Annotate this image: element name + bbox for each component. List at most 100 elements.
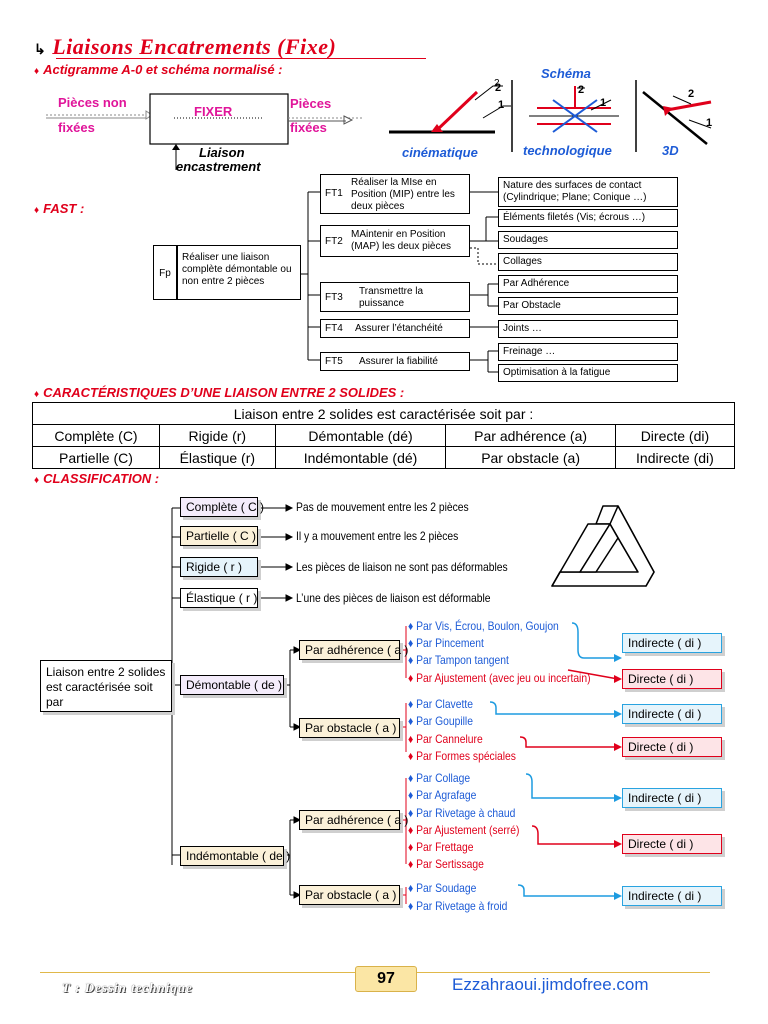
fp-label: Fp	[153, 245, 177, 300]
schema-label: Schéma	[541, 66, 591, 81]
carac-cell: Rigide (r)	[158, 424, 276, 447]
desc-partielle: Il y a mouvement entre les 2 pièces	[296, 529, 459, 543]
type-partielle: Partielle ( C )	[180, 526, 258, 546]
ft4-box: FT4 Assurer l’étanchéité	[320, 319, 470, 338]
ind-par-obstacle: Par obstacle ( a )	[299, 885, 400, 905]
result-directe: Directe ( di )	[622, 669, 722, 689]
carac-cell: Directe (di)	[614, 424, 736, 447]
carac-header: Liaison entre 2 solides est caractérisée…	[32, 402, 735, 425]
solution-adherence: Par Adhérence	[498, 275, 678, 293]
liaison-schematics	[389, 80, 712, 152]
ft3-box: FT3 Transmettre la puissance	[320, 282, 470, 312]
dem-par-obstacle: Par obstacle ( a )	[299, 718, 400, 738]
list-item: ♦ Par Vis, Écrou, Boulon, Goujon	[408, 619, 559, 633]
dem-par-adherence: Par adhérence ( a )	[299, 640, 408, 660]
list-item: ♦ Par Agrafage	[408, 788, 477, 802]
carac-cell: Par adhérence (a)	[445, 424, 616, 447]
ft1-box: FT1 Réaliser la MIse en Position (MIP) e…	[320, 174, 470, 214]
num-2-tech: 2	[578, 84, 585, 96]
output-label-2: fixées	[290, 120, 327, 135]
desc-elastique: L’une des pièces de liaison est déformab…	[296, 591, 491, 605]
num-2-cin: 2	[495, 82, 502, 94]
solution-joints: Joints …	[498, 320, 678, 338]
solution-filetes: Éléments filetés (Vis; écrous …)	[498, 209, 678, 227]
list-item: ♦ Par Goupille	[408, 714, 473, 728]
3d-label: 3D	[662, 143, 679, 158]
carac-cell: Indémontable (dé)	[274, 446, 447, 469]
ind-par-adherence: Par adhérence ( a )	[299, 810, 408, 830]
section-caracteristiques: ♦CARACTÉRISTIQUES D’UNE LIAISON ENTRE 2 …	[34, 385, 405, 400]
num-2-3d: 2	[688, 88, 695, 100]
list-item: ♦ Par Rivetage à froid	[408, 899, 508, 913]
function-label: FIXER	[194, 104, 233, 119]
list-item: ♦ Par Clavette	[408, 697, 473, 711]
solution-soudages: Soudages	[498, 231, 678, 249]
desc-complete: Pas de mouvement entre les 2 pièces	[296, 500, 469, 514]
technologique-label: technologique	[523, 143, 612, 158]
list-item: ♦ Par Formes spéciales	[408, 749, 516, 763]
result-indirecte: Indirecte ( di )	[622, 788, 722, 808]
actigramme-diagram	[46, 93, 364, 170]
title-underline	[56, 58, 426, 59]
list-item: ♦ Par Ajustement (avec jeu ou incertain)	[408, 671, 591, 685]
list-item: ♦ Par Sertissage	[408, 857, 484, 871]
bullet-icon: ♦	[34, 475, 40, 486]
input-label-1: Pièces non	[58, 95, 127, 110]
carac-cell: Partielle (C)	[32, 446, 160, 469]
control-label-1: Liaison	[199, 145, 245, 160]
section-classification: ♦CLASSIFICATION :	[34, 471, 160, 486]
list-item: ♦ Par Ajustement (serré)	[408, 823, 520, 837]
type-indemontable: Indémontable ( de )	[180, 846, 290, 866]
carac-cell: Complète (C)	[32, 424, 160, 447]
num-1-3d: 1	[706, 117, 713, 129]
result-indirecte: Indirecte ( di )	[622, 704, 722, 724]
result-indirecte: Indirecte ( di )	[622, 633, 722, 653]
fast-connectors	[300, 191, 498, 373]
solution-obstacle: Par Obstacle	[498, 297, 678, 315]
ft5-box: FT5 Assurer la fiabilité	[320, 352, 470, 371]
num-1-tech-b: 1	[600, 97, 607, 109]
carac-cell: Démontable (dé)	[274, 424, 447, 447]
penrose-triangle-image	[551, 505, 655, 587]
bullet-icon: ♦	[34, 66, 40, 77]
type-demontable: Démontable ( de )	[180, 675, 284, 695]
output-label-1: Pièces	[290, 96, 332, 111]
bullet-icon: ♦	[34, 205, 40, 216]
footer-course: T : Dessin technique	[62, 980, 193, 995]
result-directe: Directe ( di )	[622, 834, 722, 854]
list-item: ♦ Par Collage	[408, 771, 471, 785]
list-item: ♦ Par Rivetage à chaud	[408, 806, 516, 820]
fp-text: Réaliser une liaison complète démontable…	[177, 245, 301, 300]
caracteristiques-table: Liaison entre 2 solides est caractérisée…	[32, 402, 736, 469]
list-item: ♦ Par Cannelure	[408, 732, 483, 746]
carac-cell: Par obstacle (a)	[445, 446, 616, 469]
num-1-cin: 1	[498, 99, 505, 111]
solution-surfaces: Nature des surfaces de contact (Cylindri…	[498, 177, 678, 207]
carac-cell: Indirecte (di)	[614, 446, 736, 469]
page-number: 97	[355, 966, 417, 992]
result-indirecte: Indirecte ( di )	[622, 886, 722, 906]
solution-fatigue: Optimisation à la fatigue	[498, 364, 678, 382]
input-label-2: fixées	[58, 120, 95, 135]
classification-root: Liaison entre 2 solides est caractérisée…	[40, 660, 172, 712]
list-item: ♦ Par Frettage	[408, 840, 474, 854]
solution-freinage: Freinage …	[498, 343, 678, 361]
arrow-icon: ↳	[34, 43, 47, 58]
classification-tree-lines	[171, 504, 622, 904]
desc-rigide: Les pièces de liaison ne sont pas déform…	[296, 560, 508, 574]
cinematique-label: cinématique	[402, 145, 478, 160]
section-fast: ♦FAST :	[34, 201, 85, 216]
section-actigramme: ♦Actigramme A-0 et schéma normalisé :	[34, 62, 283, 77]
page-title: ↳ Liaisons Encatrements (Fixe)	[34, 34, 337, 59]
type-elastique: Élastique ( r )	[180, 588, 258, 608]
list-item: ♦ Par Tampon tangent	[408, 653, 509, 667]
list-item: ♦ Par Pincement	[408, 636, 484, 650]
list-item: ♦ Par Soudage	[408, 881, 477, 895]
solution-collages: Collages	[498, 253, 678, 271]
ft2-box: FT2 MAintenir en Position (MAP) les deux…	[320, 225, 470, 257]
bullet-icon: ♦	[34, 389, 40, 400]
num-1-tech: 2	[494, 78, 500, 89]
footer-site-link[interactable]: Ezzahraoui.jimdofree.com	[452, 975, 649, 994]
control-label-2: encastrement	[176, 159, 261, 174]
carac-cell: Élastique (r)	[158, 446, 276, 469]
